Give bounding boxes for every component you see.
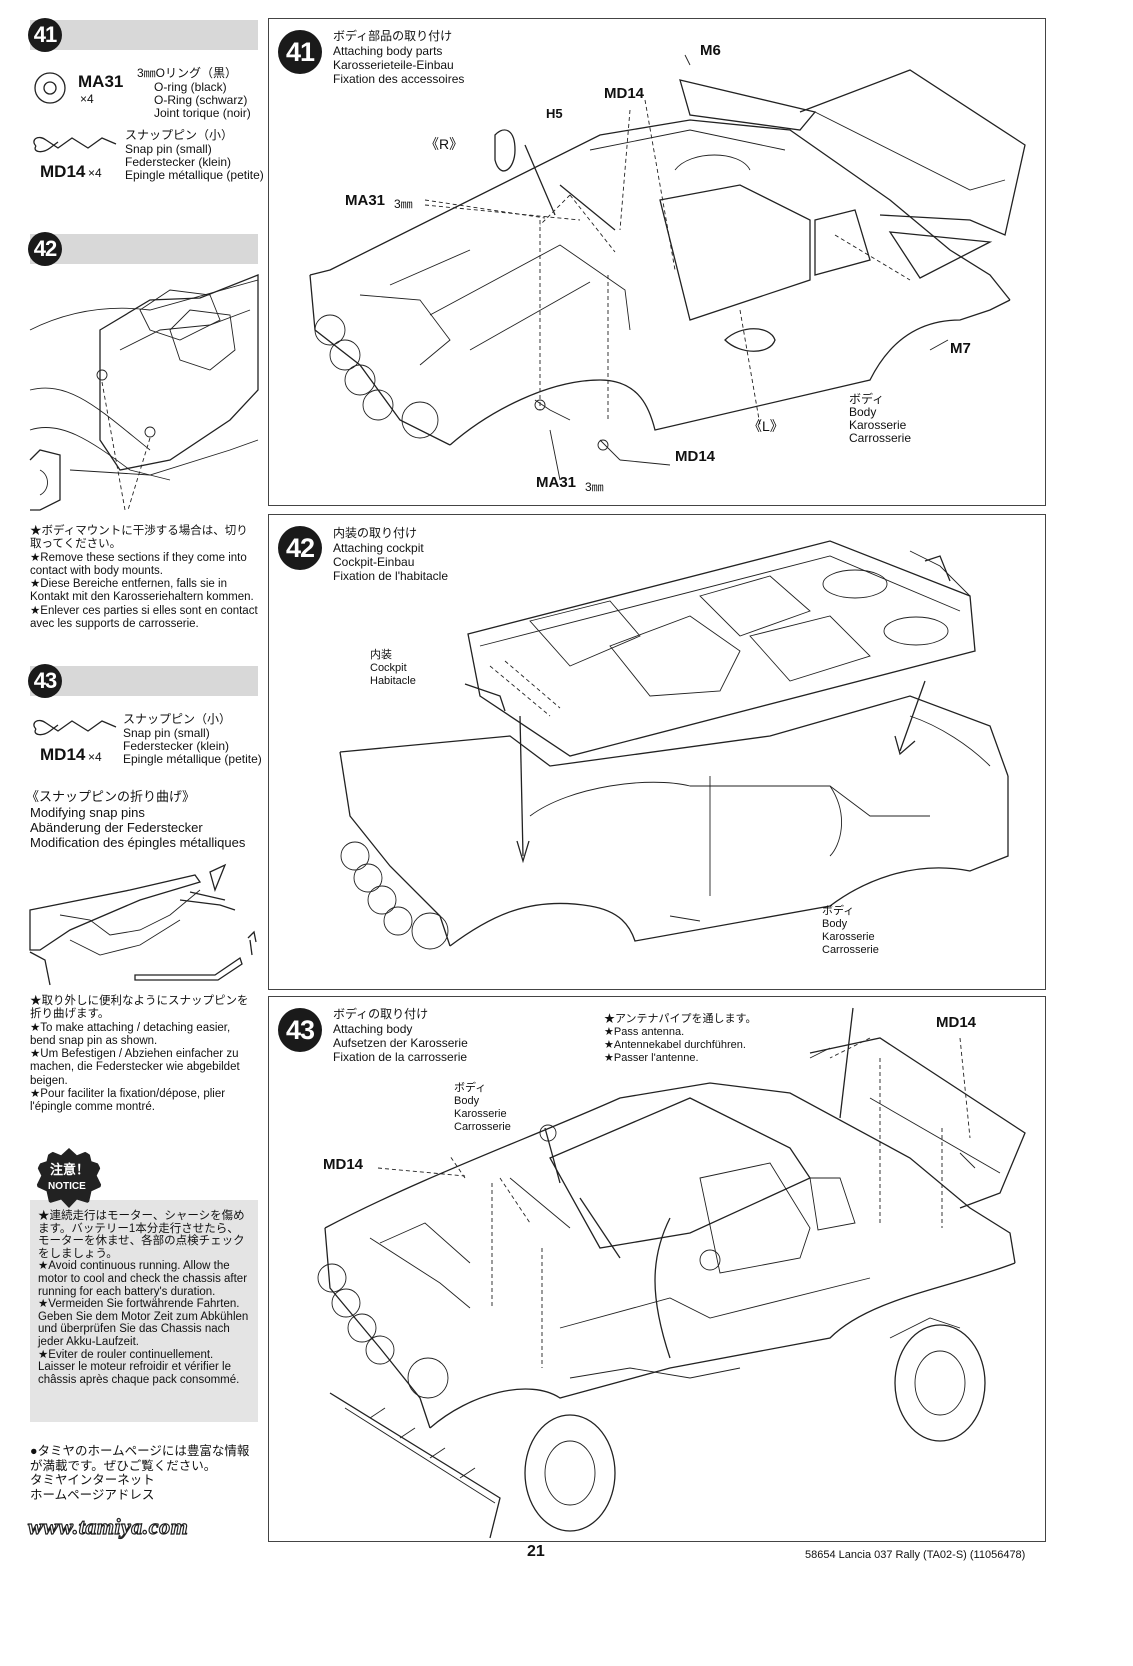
label-m6: M6 — [700, 42, 721, 59]
md14-desc-de: Federstecker (klein) — [125, 155, 232, 169]
step42-number: 42 — [28, 232, 62, 266]
step41-big-number: 41 — [278, 30, 322, 74]
md14-desc-en: Snap pin (small) — [125, 142, 212, 156]
step42-header-bar — [30, 234, 258, 264]
panel41-title-fr: Fixation des accessoires — [333, 72, 465, 86]
body-mount-detail-drawing — [29, 274, 259, 511]
panel42-title-en: Attaching cockpit — [333, 541, 424, 555]
label-h5: H5 — [546, 106, 563, 121]
ma31-desc-en: O-ring (black) — [154, 80, 227, 94]
panel42-title-fr: Fixation de l'habitacle — [333, 569, 449, 583]
modify-title-jp: 《スナップピンの折り曲げ》 — [26, 789, 196, 804]
modify-title-fr: Modification des épingles métalliques — [30, 835, 246, 850]
panel43-body-de: Karosserie — [454, 1108, 507, 1120]
modify-title-de: Abänderung der Federstecker — [30, 820, 203, 835]
md14-desc-jp: スナップピン（小） — [125, 128, 234, 142]
panel42-title-jp: 内装の取り付け — [333, 526, 418, 540]
label-md14-bottom: MD14 — [675, 448, 716, 465]
car-body-parts-drawing — [309, 54, 1026, 481]
cockpit-install-drawing — [339, 540, 1009, 950]
panel41-body-fr: Carrosserie — [849, 431, 912, 445]
step43-panel — [268, 996, 1046, 1542]
panel42-body-en: Body — [822, 918, 848, 930]
ma31-qty: ×4 — [80, 92, 94, 106]
antenna-note-jp: ★アンテナパイプを通します。 — [604, 1013, 757, 1025]
panel41-title-de: Karosserieteile-Einbau — [333, 58, 454, 72]
step41-panel — [268, 18, 1046, 506]
ma31-desc-jp: 3㎜Oリング（黒） — [137, 66, 238, 80]
label-l: 《L》 — [748, 418, 784, 434]
step43-number: 43 — [28, 664, 62, 698]
panel41-title-jp: ボディ部品の取り付け — [333, 29, 453, 43]
label-ma31-bottom-unit: 3㎜ — [585, 480, 604, 494]
snap-pin-icon — [33, 719, 117, 736]
notice-badge-en: NOTICE — [48, 1181, 86, 1192]
panel43-title-en: Attaching body — [333, 1022, 413, 1036]
panel43-title-jp: ボディの取り付け — [333, 1007, 429, 1021]
panel43-title-fr: Fixation de la carrosserie — [333, 1050, 468, 1064]
plier-bending-drawing — [29, 863, 257, 986]
panel42-body-jp: ボディ — [822, 905, 855, 917]
step41-number: 41 — [28, 18, 62, 52]
notice-badge-jp: 注意！ — [50, 1162, 90, 1177]
label-ma31-top-unit: 3㎜ — [394, 197, 413, 211]
antenna-note-fr: ★Passer l'antenne. — [604, 1052, 699, 1064]
antenna-note-en: ★Pass antenna. — [604, 1026, 685, 1038]
panel42-body-de: Karosserie — [822, 931, 875, 943]
md14-43-desc-fr: Epingle métallique (petite) — [123, 752, 262, 766]
ma31-desc-de: O-Ring (schwarz) — [154, 93, 248, 107]
product-info: 58654 Lancia 037 Rally (TA02-S) (1105647… — [805, 1549, 1026, 1561]
notice-text: ★連続走行はモーター、シャーシを傷めます。バッテリー1本分走行させたら、モーター… — [38, 1210, 249, 1386]
modify-title-en: Modifying snap pins — [30, 805, 145, 820]
label-md14-right: MD14 — [936, 1014, 977, 1031]
snap-pin-icon — [33, 136, 117, 153]
car-body-attach-drawing — [317, 1007, 1026, 1539]
label-ma31-top: MA31 — [345, 192, 386, 209]
panel43-title-de: Aufsetzen der Karosserie — [333, 1036, 468, 1050]
md14-qty: ×4 — [88, 166, 102, 180]
cockpit-label-jp: 内装 — [370, 649, 392, 661]
step41-header-bar — [30, 20, 258, 50]
antenna-note-de: ★Antennekabel durchführen. — [604, 1039, 746, 1051]
cockpit-label-fr: Habitacle — [370, 675, 416, 687]
md14-43-desc-en: Snap pin (small) — [123, 726, 210, 740]
page-number: 21 — [527, 1543, 545, 1560]
notice-box — [30, 1200, 258, 1422]
panel41-body-jp: ボディ — [849, 392, 885, 406]
ma31-desc-fr: Joint torique (noir) — [154, 106, 251, 120]
homepage-text: ●タミヤのホームページには豊富な情報が満載です。ぜひご覧ください。 タミヤインタ… — [30, 1444, 250, 1502]
label-ma31-bottom: MA31 — [536, 474, 577, 491]
panel42-title-de: Cockpit-Einbau — [333, 555, 415, 569]
md14-43-desc-jp: スナップピン（小） — [123, 712, 232, 726]
md14-qty-43: ×4 — [88, 750, 102, 764]
panel43-body-jp: ボディ — [454, 1082, 487, 1094]
panel41-body-en: Body — [849, 405, 877, 419]
label-m7: M7 — [950, 340, 971, 357]
notice-badge — [36, 1148, 102, 1208]
panel43-body-en: Body — [454, 1095, 480, 1107]
step43-header-bar — [30, 666, 258, 696]
label-md14-left: MD14 — [323, 1156, 364, 1173]
md14-desc-fr: Epingle métallique (petite) — [125, 168, 264, 182]
o-ring-icon — [34, 72, 66, 104]
md14-code: MD14 — [40, 162, 86, 181]
panel42-body-fr: Carrosserie — [822, 944, 879, 956]
md14-43-desc-de: Federstecker (klein) — [123, 739, 230, 753]
panel43-body-fr: Carrosserie — [454, 1121, 511, 1133]
step42-note: ★ボディマウントに干渉する場合は、切り取ってください。 ★Remove thes… — [30, 525, 258, 631]
step42-big-number: 42 — [278, 526, 322, 570]
label-md14-top: MD14 — [604, 85, 645, 102]
md14-code-43: MD14 — [40, 745, 86, 764]
step43-note: ★取り外しに便利なようにスナップピンを折り曲げます。 ★To make atta… — [30, 995, 249, 1114]
label-r: 《R》 — [425, 136, 464, 152]
panel41-title-en: Attaching body parts — [333, 44, 443, 58]
cockpit-label-en: Cockpit — [370, 662, 407, 674]
step43-big-number: 43 — [278, 1008, 322, 1052]
tamiya-url[interactable]: www.tamiya.com — [27, 1513, 189, 1539]
ma31-code: MA31 — [78, 72, 124, 91]
panel41-body-de: Karosserie — [849, 418, 907, 432]
